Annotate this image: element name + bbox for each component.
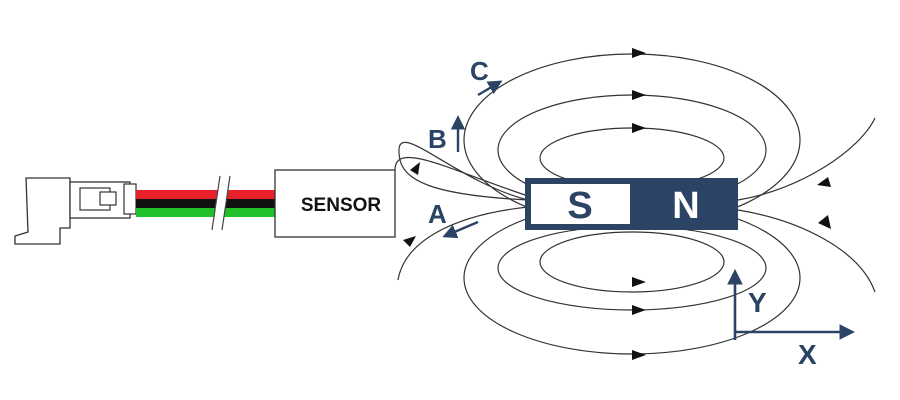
point-a-arrow: [442, 220, 479, 239]
arrowhead-icon: [817, 177, 831, 187]
connector-plug-icon: [14, 177, 137, 245]
arrowhead-icon: [632, 277, 646, 287]
wire-break-marks-icon: [211, 175, 231, 231]
green-wire: [136, 208, 275, 217]
arrowhead-icon: [403, 236, 416, 247]
sensor-label: SENSOR: [301, 195, 382, 216]
red-wire: [136, 190, 275, 199]
arrowhead-icon: [632, 350, 646, 360]
north-pole-label: N: [672, 185, 699, 227]
arrowhead-icon: [632, 305, 646, 315]
y-axis-label: Y: [748, 287, 767, 318]
black-wire: [136, 199, 275, 208]
field-point-a: A: [428, 199, 479, 239]
bar-magnet: S N: [525, 178, 738, 230]
field-point-c: C: [470, 56, 503, 97]
field-point-b: B: [428, 115, 466, 154]
field-arrowheads: [403, 48, 831, 360]
coordinate-axes: X Y: [727, 268, 856, 370]
south-pole: [531, 184, 630, 224]
sensor-cable: [136, 175, 275, 231]
arrowhead-icon: [632, 90, 646, 100]
arrowhead-icon: [632, 48, 646, 58]
point-c-arrow: [477, 80, 503, 97]
arrowhead-icon: [818, 215, 831, 229]
point-a-label: A: [428, 199, 447, 229]
south-pole-label: S: [567, 185, 592, 227]
arrowhead-icon: [632, 123, 646, 133]
point-b-label: B: [428, 124, 447, 154]
arrowhead-icon: [410, 162, 420, 175]
point-c-label: C: [470, 56, 489, 86]
sensor-box: SENSOR: [274, 169, 396, 238]
x-axis-label: X: [798, 339, 817, 370]
